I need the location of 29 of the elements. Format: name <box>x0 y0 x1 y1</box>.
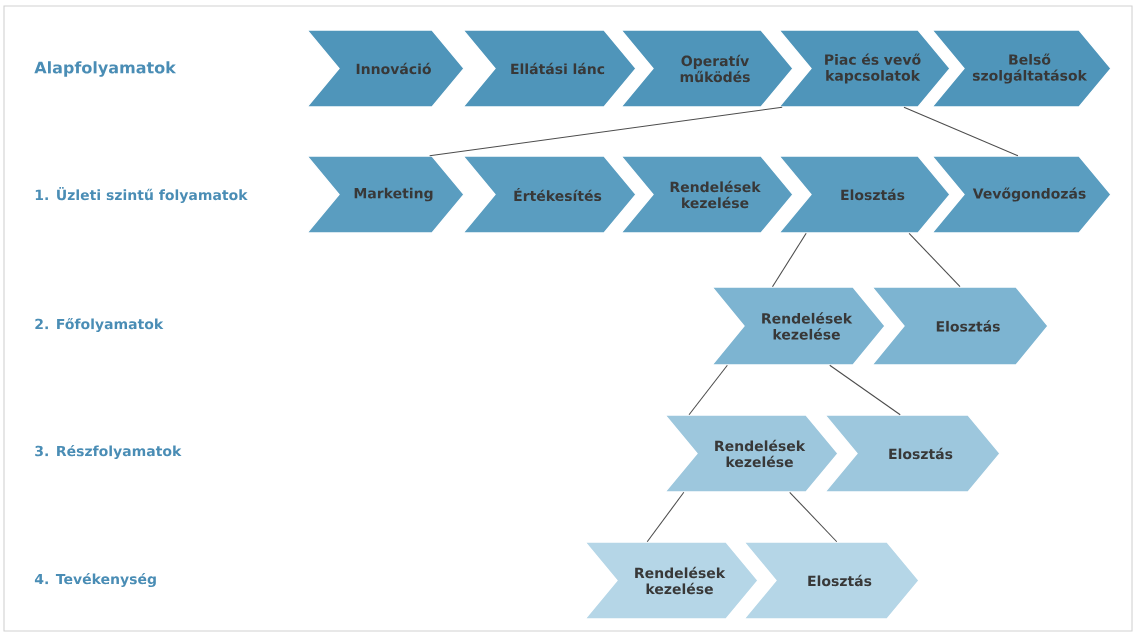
process-step: Vevőgondozás <box>930 155 1112 234</box>
level-label: 2. Főfolyamatok <box>35 317 164 333</box>
connector-line <box>908 232 961 288</box>
process-step: Ellátási lánc <box>461 29 637 108</box>
process-step: Elosztás <box>870 286 1049 366</box>
connector-line <box>688 364 728 416</box>
process-step: Rendelések kezelése <box>663 414 839 493</box>
connector-line <box>646 491 685 543</box>
process-step: Értékesítés <box>461 155 637 234</box>
level-label: 3. Részfolyamatok <box>35 444 182 460</box>
process-step: Elosztás <box>742 541 920 620</box>
connector-line <box>771 232 807 288</box>
level-label: 4. Tevékenység <box>34 572 156 588</box>
process-step: Belső szolgáltatások <box>930 29 1112 108</box>
level-label: 1. Üzleti szintű folyamatok <box>35 187 248 203</box>
process-step: Rendelések kezelése <box>710 286 886 366</box>
connector-line <box>829 364 901 416</box>
level-label: Alapfolyamatok <box>34 61 177 77</box>
process-step: Piac és vevő kapcsolatok <box>777 29 951 108</box>
process-step: Innováció <box>305 29 465 108</box>
process-step: Rendelések kezelése <box>583 541 759 620</box>
connector-line <box>903 106 1019 157</box>
connector-line <box>789 491 838 543</box>
connector-line <box>429 106 783 157</box>
process-step: Elosztás <box>823 414 1001 493</box>
process-step: Marketing <box>305 155 465 234</box>
process-step: Elosztás <box>777 155 951 234</box>
process-step: Operatív működés <box>619 29 794 108</box>
process-step: Rendelések kezelése <box>619 155 794 234</box>
